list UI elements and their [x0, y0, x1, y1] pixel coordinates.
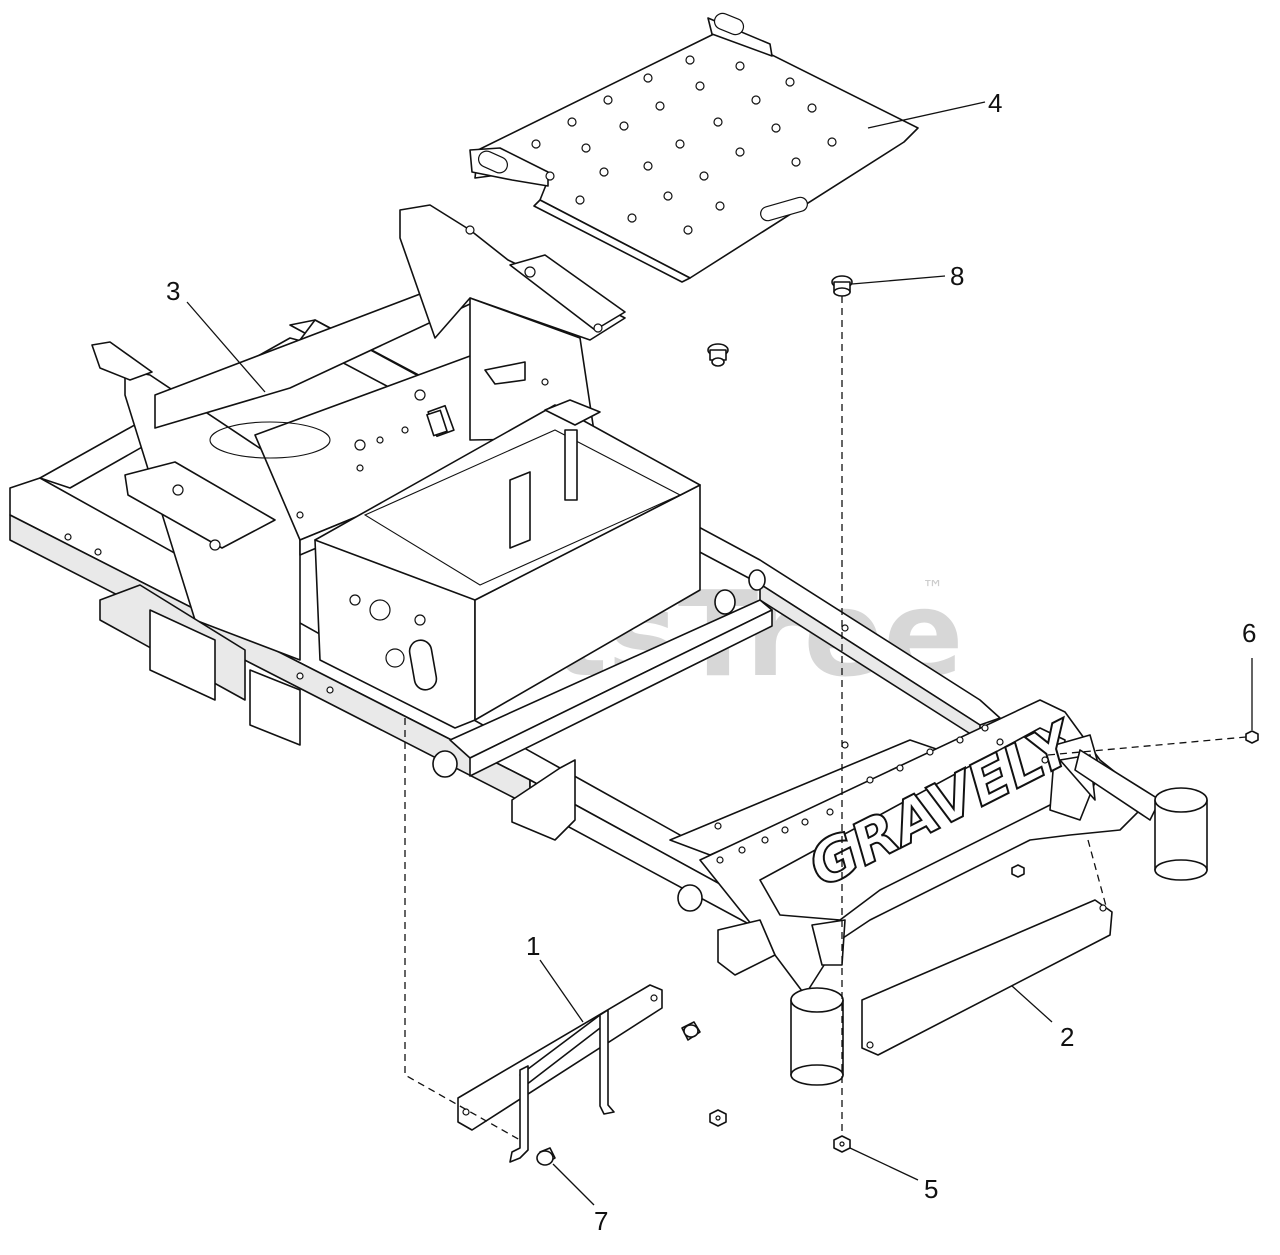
callout-4: 4	[988, 88, 1002, 118]
callout-7: 7	[594, 1206, 608, 1236]
callout-2: 2	[1060, 1022, 1074, 1052]
bolt-7	[536, 1147, 556, 1166]
leader-5	[849, 1147, 919, 1181]
assembly-line-2	[1087, 839, 1107, 907]
leader-4	[867, 101, 986, 129]
front-nose: GRAVELY	[699, 699, 1208, 1086]
nut-misc	[709, 864, 1025, 1127]
bumper-8	[831, 275, 853, 297]
leader-1	[539, 959, 584, 1023]
nut-6	[1245, 730, 1259, 744]
brace-bracket	[457, 984, 663, 1163]
caster-tube-right	[1154, 787, 1208, 881]
watermark-trademark: ™	[922, 577, 944, 602]
bumper-misc	[707, 343, 729, 367]
assembly-line-6	[1047, 736, 1247, 756]
nut-5	[833, 1135, 851, 1153]
leader-7	[552, 1163, 595, 1206]
callout-6: 6	[1242, 618, 1256, 648]
leader-8	[851, 275, 946, 285]
callout-5: 5	[924, 1174, 938, 1204]
leader-3	[186, 301, 266, 393]
leader-2	[1011, 985, 1053, 1023]
caster-tube-left	[790, 987, 844, 1086]
callout-8: 8	[950, 261, 964, 291]
floor-plate	[469, 12, 919, 283]
seat-mount-assembly	[91, 204, 701, 746]
callout-1: 1	[526, 931, 540, 961]
front-cover-plate	[861, 899, 1113, 1056]
assembly-line-1	[404, 718, 521, 1141]
bolt-misc	[681, 1021, 701, 1041]
rail-bracket	[511, 759, 576, 841]
callout-3: 3	[166, 276, 180, 306]
floor-plate-holes	[531, 55, 837, 235]
